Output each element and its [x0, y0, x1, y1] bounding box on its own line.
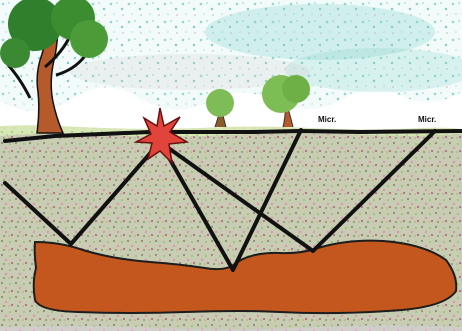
microphone-label-left: Micr.: [318, 115, 336, 124]
shrub-foliage-right-2: [282, 75, 310, 103]
tree-foliage-lower: [0, 38, 30, 68]
surface-line-right: [150, 131, 462, 132]
shrub-foliage-left: [206, 89, 234, 117]
tree-foliage-right: [70, 20, 108, 58]
microphone-label-right: Micr.: [418, 115, 436, 124]
